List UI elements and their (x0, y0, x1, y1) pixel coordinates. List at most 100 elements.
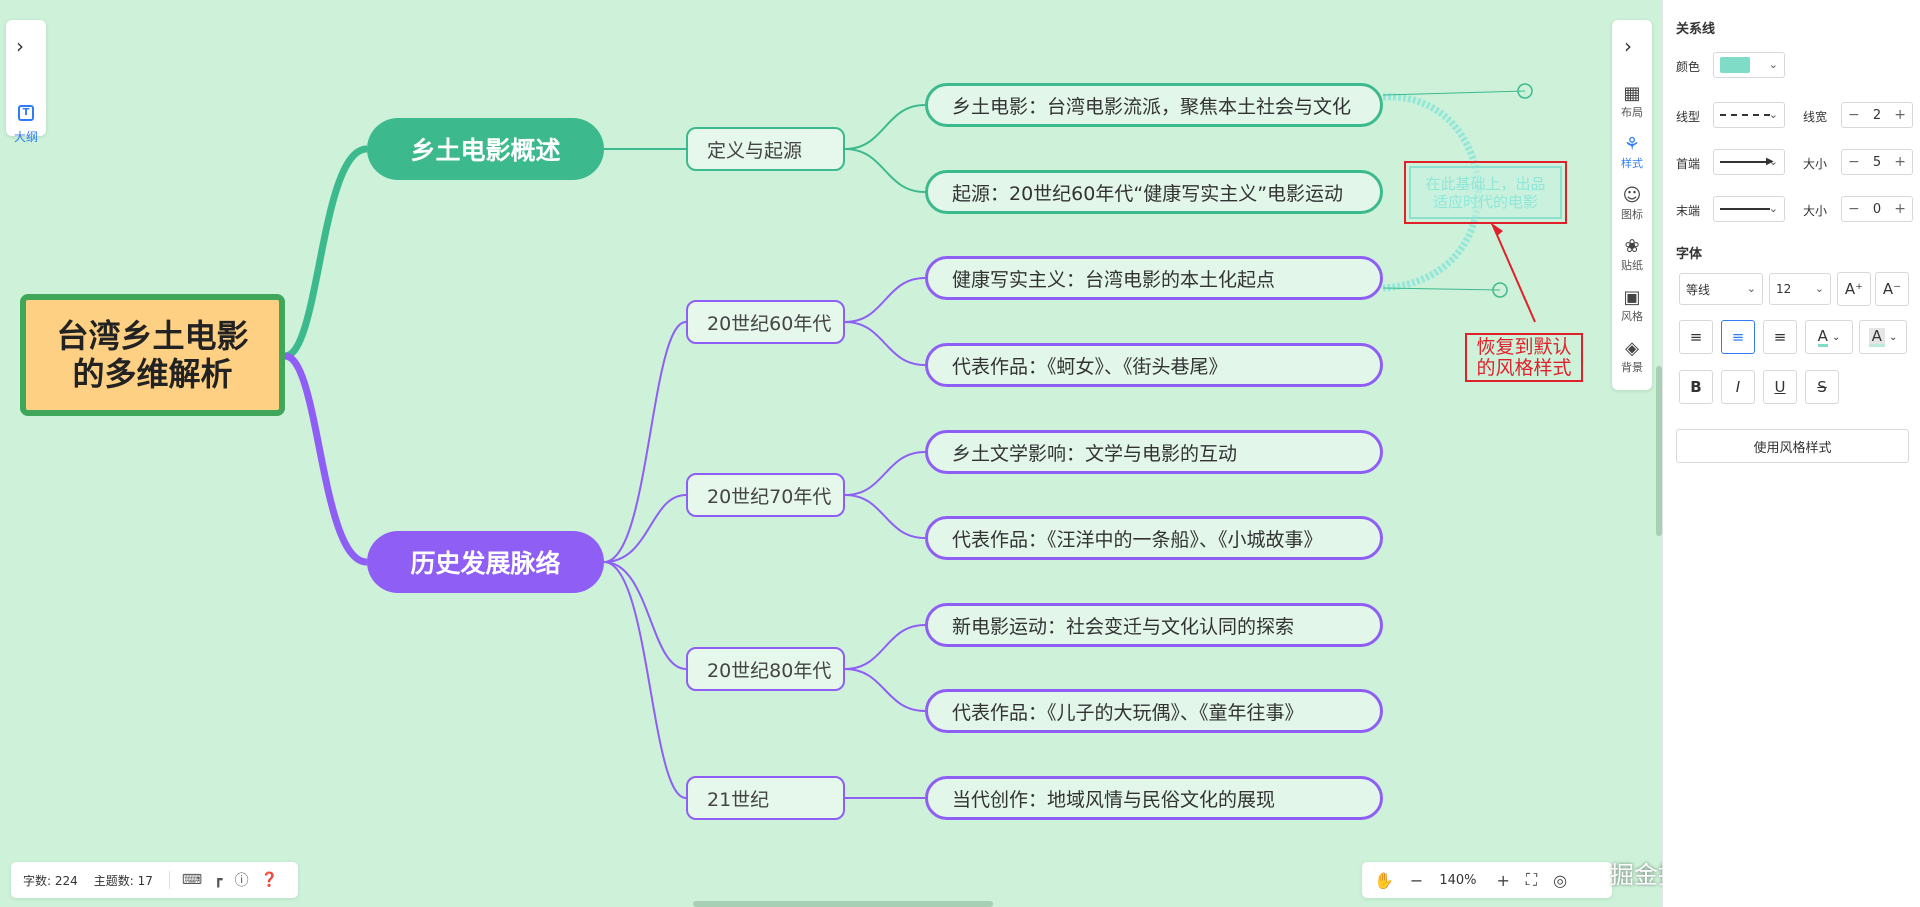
start-size-stepper[interactable]: − 5 + (1841, 149, 1913, 175)
callout-line-1: 恢复到默认 (1476, 336, 1572, 358)
hand-icon[interactable]: ✋ (1374, 870, 1394, 890)
outline-label[interactable]: 大纲 (14, 130, 39, 144)
color-swatch (1720, 57, 1750, 73)
bold-icon: B (1690, 378, 1702, 396)
keyboard-icon[interactable]: ⌨ (181, 872, 203, 888)
help-icon[interactable]: ❓ (260, 872, 278, 888)
dashed-line-icon (1720, 114, 1770, 116)
relation-label-line-1: 在此基础上，出品 (1425, 175, 1546, 193)
font-family-select[interactable]: 等线 ⌄ (1679, 273, 1763, 305)
leaf-topic[interactable]: 健康写实主义：台湾电影的本土化起点 (925, 256, 1383, 300)
italic-button[interactable]: I (1721, 370, 1755, 404)
decrement-icon[interactable]: − (1848, 201, 1860, 217)
sticker-icon: ❀ (1624, 236, 1640, 257)
font-section-title: 字体 (1676, 247, 1703, 262)
locate-icon[interactable]: ◎ (1553, 870, 1568, 890)
toolbar-sticker[interactable]: ❀贴纸 (1612, 237, 1652, 273)
zoom-level[interactable]: 140% (1439, 872, 1477, 888)
toolbar-background[interactable]: ◈背景 (1612, 339, 1652, 375)
plain-line-icon (1720, 208, 1770, 210)
use-style-button[interactable]: 使用风格样式 (1676, 429, 1909, 463)
leaf-topic[interactable]: 代表作品：《蚵女》、《街头巷尾》 (925, 343, 1383, 387)
root-topic[interactable]: 台湾乡土电影的多维解析 (20, 294, 285, 416)
line-type-select[interactable]: ⌄ (1713, 102, 1785, 128)
leaf-topic[interactable]: 代表作品：《儿子的大玩偶》、《童年往事》 (925, 689, 1383, 733)
subtopic-definition[interactable]: 定义与起源 (686, 127, 845, 171)
root-topic-line-2: 的多维解析 (72, 355, 233, 393)
chevron-down-icon: ⌄ (1888, 331, 1898, 343)
line-color-picker[interactable]: ⌄ (1713, 52, 1785, 78)
line-width-label: 线宽 (1803, 110, 1828, 124)
zoom-bar: ✋ − 140% + ⛶ ◎ (1362, 862, 1612, 898)
decrement-icon[interactable]: − (1848, 154, 1860, 170)
increment-icon[interactable]: + (1894, 201, 1906, 217)
chevron-down-icon: ⌄ (1746, 282, 1756, 295)
root-topic-line-1: 台湾乡土电影 (56, 317, 249, 355)
collapse-chevron-icon[interactable]: › (1624, 34, 1632, 58)
align-right-icon: ≡ (1773, 328, 1787, 346)
underline-button[interactable]: U (1763, 370, 1797, 404)
start-arrow-select[interactable]: ▶ ⌄ (1713, 149, 1785, 175)
end-size-label: 大小 (1803, 204, 1828, 218)
color-label: 颜色 (1676, 60, 1701, 74)
leaf-topic[interactable]: 乡土电影：台湾电影流派，聚焦本土社会与文化 (925, 83, 1383, 127)
end-arrow-select[interactable]: ⌄ (1713, 196, 1785, 222)
leaf-topic[interactable]: 当代创作：地域风情与民俗文化的展现 (925, 776, 1383, 820)
leaf-topic[interactable]: 乡土文学影响：文学与电影的互动 (925, 430, 1383, 474)
layers-icon: ◈ (1625, 338, 1639, 359)
horizontal-scrollbar[interactable] (693, 901, 993, 907)
style-panel: 关系线 颜色 ⌄ 线型 ⌄ 线宽 − 2 + 首端 ▶ ⌄ 大小 − 5 + 末… (1662, 0, 1920, 907)
align-left-button[interactable]: ≡ (1679, 320, 1713, 354)
toolbar-layout[interactable]: ▦布局 (1612, 84, 1652, 120)
increment-icon[interactable]: + (1894, 154, 1906, 170)
toolbar-style[interactable]: ⚘样式 (1612, 135, 1652, 171)
relation-section-title: 关系线 (1676, 22, 1716, 37)
info-icon[interactable]: ⓘ (234, 873, 249, 889)
end-size-value[interactable]: 0 (1872, 201, 1882, 217)
start-size-value[interactable]: 5 (1872, 154, 1882, 170)
line-width-stepper[interactable]: − 2 + (1841, 102, 1913, 128)
line-width-value[interactable]: 2 (1872, 107, 1882, 123)
decrease-font-button[interactable]: A⁻ (1875, 272, 1909, 306)
outline-icon[interactable]: T (18, 105, 34, 121)
layout-icon: ▦ (1623, 83, 1641, 104)
annotation-callout: 恢复到默认 的风格样式 (1465, 333, 1583, 382)
subtopic-1960s[interactable]: 20世纪60年代 (686, 300, 845, 344)
structure-icon[interactable]: ┏ (214, 872, 223, 888)
toolbar-theme[interactable]: ▣风格 (1612, 288, 1652, 324)
end-size-stepper[interactable]: − 0 + (1841, 196, 1913, 222)
strikethrough-button[interactable]: S (1805, 370, 1839, 404)
background-color-button[interactable]: A⌄ (1859, 320, 1907, 354)
leaf-topic[interactable]: 新电影运动：社会变迁与文化认同的探索 (925, 603, 1383, 647)
subtopic-1980s[interactable]: 20世纪80年代 (686, 647, 845, 691)
font-decrease-icon: A⁻ (1882, 280, 1902, 298)
expand-chevron-icon[interactable]: › (16, 34, 24, 58)
arrowhead-icon: ▶ (1766, 156, 1774, 167)
fit-view-icon[interactable]: ⛶ (1525, 870, 1538, 889)
relation-label-line-2: 适应时代的电影 (1432, 193, 1538, 211)
chevron-down-icon: ⌄ (1768, 202, 1778, 215)
zoom-in-icon[interactable]: + (1496, 870, 1510, 890)
leaf-topic[interactable]: 代表作品：《汪洋中的一条船》、《小城故事》 (925, 516, 1383, 560)
subtopic-1970s[interactable]: 20世纪70年代 (686, 473, 845, 517)
toolbar-icon[interactable]: ☺图标 (1612, 186, 1652, 222)
vertical-scrollbar[interactable] (1656, 366, 1662, 536)
align-right-button[interactable]: ≡ (1763, 320, 1797, 354)
increase-font-button[interactable]: A⁺ (1837, 272, 1871, 306)
strikethrough-icon: S (1817, 378, 1827, 396)
section-history[interactable]: 历史发展脉络 (367, 531, 604, 593)
zoom-out-icon[interactable]: − (1409, 870, 1424, 890)
bold-button[interactable]: B (1679, 370, 1713, 404)
leaf-topic[interactable]: 起源：20世纪60年代“健康写实主义”电影运动 (925, 170, 1383, 214)
decrement-icon[interactable]: − (1848, 107, 1860, 123)
subtopic-21st-century[interactable]: 21世纪 (686, 776, 845, 820)
increment-icon[interactable]: + (1894, 107, 1906, 123)
section-overview[interactable]: 乡土电影概述 (367, 118, 604, 180)
relation-label[interactable]: 在此基础上，出品 适应时代的电影 (1409, 166, 1562, 219)
font-size-select[interactable]: 12 ⌄ (1769, 273, 1831, 305)
end-arrow-label: 末端 (1676, 204, 1701, 218)
status-bar: 字数: 224 主题数: 17 ⌨ ┏ ⓘ ❓ (11, 862, 298, 898)
align-center-button[interactable]: ≡ (1721, 320, 1755, 354)
font-color-button[interactable]: A⌄ (1805, 320, 1853, 354)
